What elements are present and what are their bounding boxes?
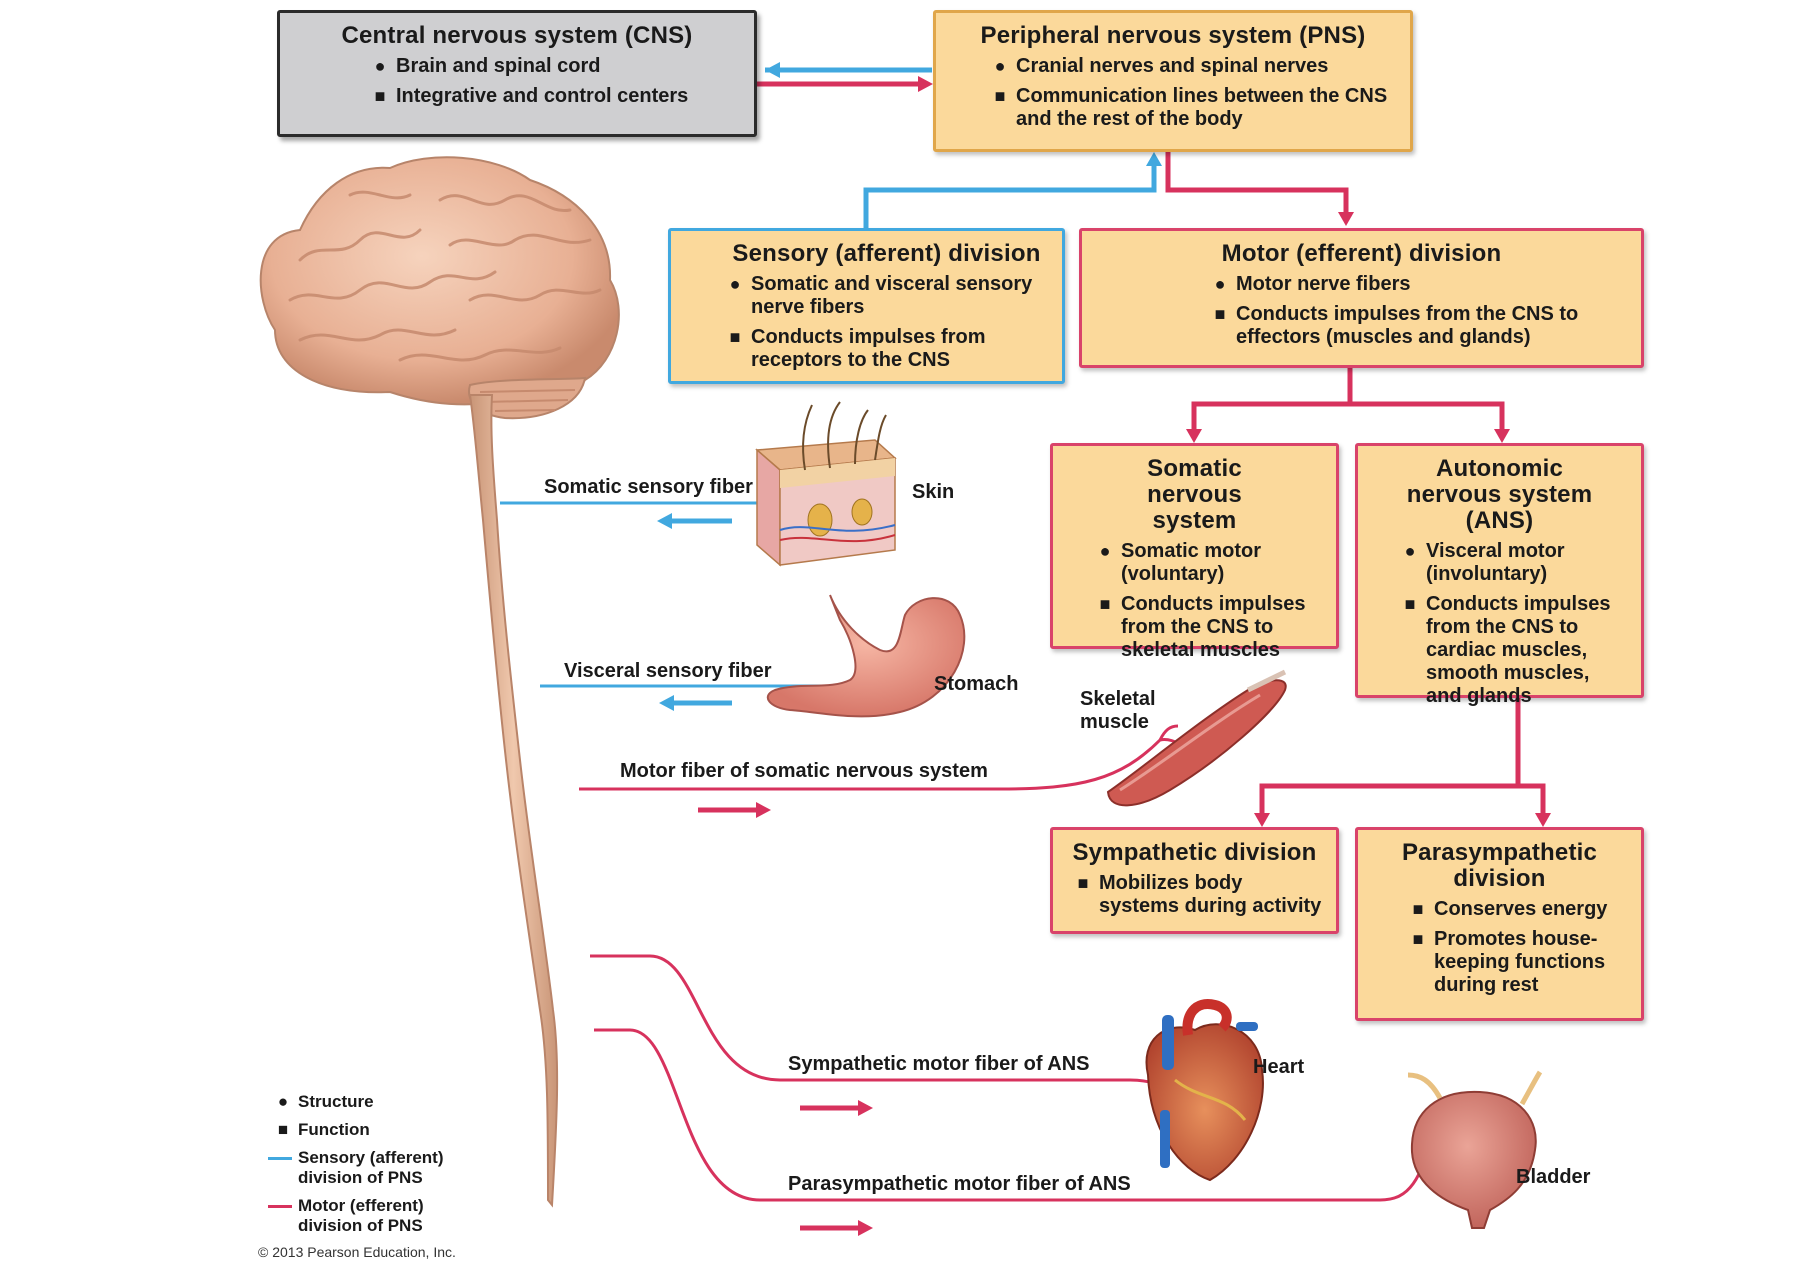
parasympathetic-division-box: Parasympathetic division ■Conserves ener…	[1355, 827, 1644, 1021]
bladder-label: Bladder	[1516, 1166, 1591, 1188]
pns-structure: ●Cranial nerves and spinal nerves	[994, 55, 1329, 77]
somatic-function: ■Conducts impulses from the CNS to skele…	[1099, 593, 1306, 661]
autonomic-structure: ●Visceral motor (involuntary)	[1404, 540, 1565, 585]
legend-motor: Motor (efferent) division of PNS	[268, 1196, 468, 1236]
direction-arrows	[657, 513, 873, 1236]
somatic-motor-direction-arrow	[698, 802, 771, 818]
pns-title: Peripheral nervous system (PNS)	[980, 22, 1366, 49]
sensory-function: ■Conducts impulses from receptors to the…	[729, 326, 986, 371]
sensory-to-pns-arrowhead	[1146, 152, 1162, 166]
sympathetic-motor-fiber-label: Sympathetic motor fiber of ANS	[788, 1053, 1090, 1075]
stomach-illustration	[766, 594, 966, 718]
bullet-icon: ●	[277, 1092, 289, 1111]
stomach-label: Stomach	[934, 673, 1019, 695]
sympathetic-division-title: Sympathetic division	[1072, 839, 1317, 866]
pns-to-motor-arrowhead	[1338, 212, 1354, 226]
parasympathetic-direction-arrow	[800, 1220, 873, 1236]
bladder-illustration	[1407, 1070, 1543, 1229]
pns-to-cns-arrowhead	[765, 62, 780, 78]
skeletal-muscle-illustration	[1106, 669, 1287, 807]
square-icon: ■	[277, 1120, 289, 1139]
heart-label: Heart	[1253, 1056, 1305, 1078]
visceral-sensory-direction-arrow	[659, 695, 732, 711]
motor-structure: ●Motor nerve fibers	[1214, 273, 1411, 295]
somatic-nervous-system-title: Somatic nervous system	[1147, 455, 1242, 534]
autonomic-nervous-system-title: Autonomic nervous system (ANS)	[1406, 455, 1593, 534]
connectors	[757, 62, 1551, 827]
sympathetic-division-box: Sympathetic division ■Mobilizes body sys…	[1050, 827, 1339, 934]
sensory-division-title: Sensory (afferent) division	[732, 240, 1041, 267]
heart-illustration	[1145, 999, 1264, 1182]
motor-division-title: Motor (efferent) division	[1221, 240, 1502, 267]
somatic-nervous-system-box: Somatic nervous system ●Somatic motor (v…	[1050, 443, 1339, 661]
sensory-division-box: Sensory (afferent) division ●Somatic and…	[668, 228, 1065, 384]
sensory-structure: ●Somatic and visceral sensory nerve fibe…	[729, 273, 1033, 318]
motor-function: ■Conducts impulses from the CNS to effec…	[1214, 303, 1579, 348]
sensory-line-swatch	[268, 1157, 292, 1160]
autonomic-nervous-system-box: Autonomic nervous system (ANS) ●Visceral…	[1355, 443, 1644, 707]
pns-to-motor-line	[1165, 152, 1349, 212]
somatic-motor-fiber-label: Motor fiber of somatic nervous system	[620, 760, 988, 782]
somatic-structure: ●Somatic motor (voluntary)	[1099, 540, 1262, 585]
ans-to-divisions-line	[1259, 698, 1546, 814]
parasympathetic-motor-fiber-label: Parasympathetic motor fiber of ANS	[788, 1173, 1131, 1195]
motor-to-branches-line	[1191, 368, 1505, 430]
cns-to-pns-arrowhead	[918, 76, 933, 92]
motor-division-box: Motor (efferent) division ●Motor nerve f…	[1079, 228, 1644, 368]
cns-structure: ●Brain and spinal cord	[374, 55, 601, 77]
parasympathetic-function-1: ■Conserves energy	[1412, 898, 1608, 920]
parasympathetic-division-title: Parasympathetic division	[1401, 839, 1598, 892]
pns-function: ■Communication lines between the CNS and…	[994, 85, 1388, 130]
legend-function: ■Function	[272, 1120, 488, 1140]
motor-line-swatch	[268, 1205, 292, 1208]
parasympathetic-function-2: ■Promotes house-keeping functions during…	[1412, 928, 1606, 996]
sympathetic-function: ■Mobilizes body systems during activity	[1077, 872, 1322, 917]
visceral-sensory-fiber-label: Visceral sensory fiber	[564, 660, 772, 682]
sensory-to-pns-line	[863, 162, 1157, 228]
autonomic-function: ■Conducts impulses from the CNS to cardi…	[1404, 593, 1611, 707]
legend-structure: ●Structure	[272, 1092, 488, 1112]
legend: ●Structure ■Function Sensory (afferent) …	[268, 1092, 488, 1244]
skin-label: Skin	[912, 481, 955, 503]
copyright: © 2013 Pearson Education, Inc.	[258, 1244, 456, 1260]
brain-illustration	[259, 156, 620, 420]
somatic-sensory-fiber-label: Somatic sensory fiber	[544, 476, 753, 498]
skeletal-muscle-label: Skeletal muscle	[1080, 688, 1156, 733]
skin-illustration	[755, 401, 897, 567]
sympathetic-direction-arrow	[800, 1100, 873, 1116]
cns-title: Central nervous system (CNS)	[341, 22, 693, 49]
cns-function: ■Integrative and control centers	[374, 85, 689, 107]
somatic-sensory-direction-arrow	[657, 513, 732, 529]
cns-box: Central nervous system (CNS) ●Brain and …	[277, 10, 757, 137]
pns-box: Peripheral nervous system (PNS) ●Cranial…	[933, 10, 1413, 152]
spinal-cord	[468, 394, 559, 1208]
legend-sensory: Sensory (afferent) division of PNS	[268, 1148, 488, 1188]
